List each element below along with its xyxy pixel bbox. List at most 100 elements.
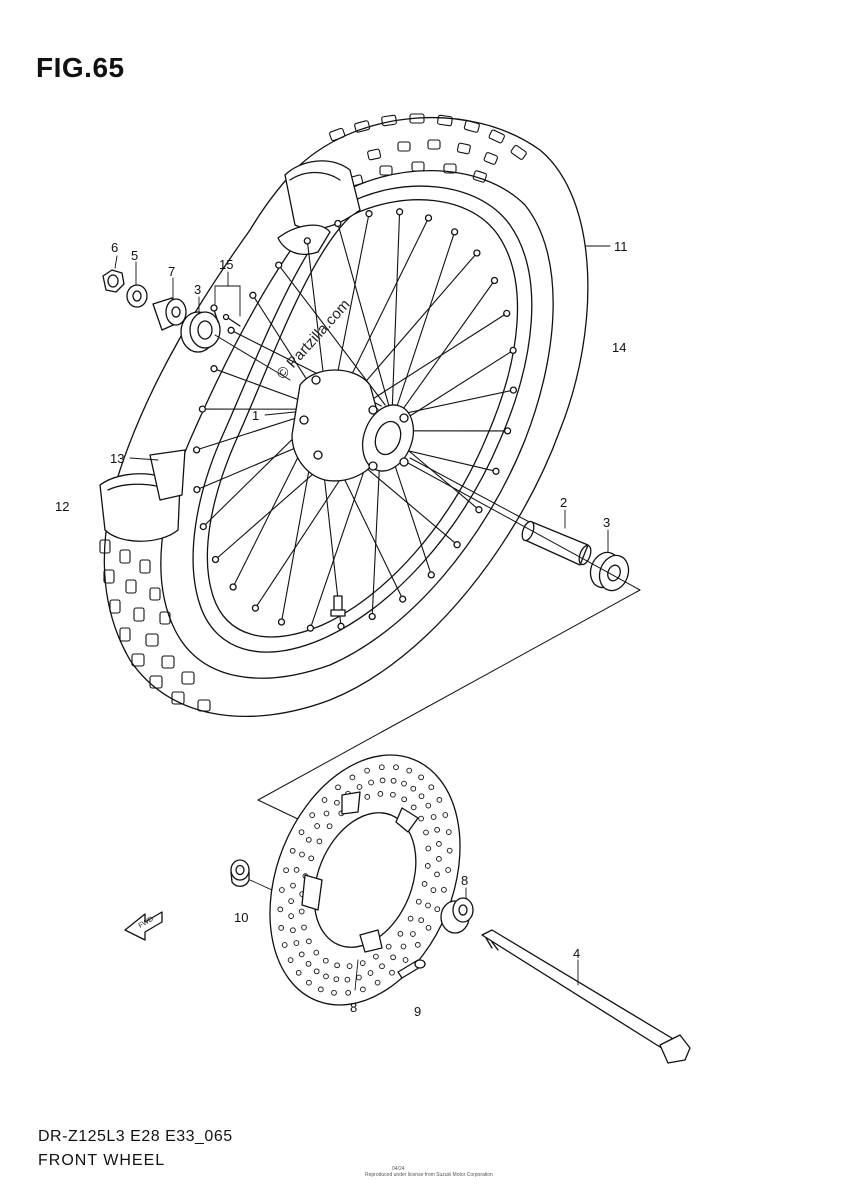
disc-hole: [281, 942, 288, 948]
disc-hole: [306, 938, 312, 945]
spacer: [152, 297, 187, 331]
tire-cutaway-top: [277, 160, 361, 255]
disc-hole: [289, 847, 296, 854]
disc-hole: [356, 784, 363, 790]
spoke: [393, 231, 456, 416]
disc-hole: [400, 943, 407, 950]
spoke-nipple: [227, 326, 235, 334]
disc-hole: [345, 989, 352, 996]
callout-6: 6: [111, 240, 118, 255]
spoke-nipple: [211, 555, 220, 564]
callout-8-bottom: 8: [350, 1000, 357, 1015]
callout-12: 12: [55, 499, 69, 514]
spoke: [391, 211, 401, 411]
disc-hole: [368, 779, 374, 786]
disc-hole: [305, 836, 312, 843]
disc-hole: [305, 960, 312, 967]
hub: [291, 369, 415, 482]
disc-hole: [290, 927, 296, 934]
callout-1: 1: [252, 408, 259, 423]
disc-hole: [379, 777, 386, 784]
spoke-nipple: [337, 622, 345, 630]
disc-hole: [299, 851, 305, 858]
disc-hole: [316, 838, 323, 845]
disc-hole: [425, 802, 432, 809]
disc-hole: [374, 979, 381, 986]
figure-title: FIG.65: [36, 52, 125, 83]
disc-hole: [430, 814, 437, 820]
spoke-nipple: [275, 261, 283, 269]
disc-hole: [415, 898, 422, 905]
spoke-nipples: [192, 208, 518, 632]
rim-outer: [192, 185, 533, 653]
disc-hole: [442, 812, 449, 818]
disc-hole: [322, 957, 329, 964]
disc-hole: [389, 969, 395, 976]
disc-hole: [390, 777, 397, 784]
disc-hole: [425, 845, 432, 852]
tire-outline: [103, 117, 589, 717]
disc-hole: [295, 969, 302, 976]
spoke-nipple: [509, 386, 518, 394]
tire-cutaway-bottom: [99, 449, 186, 542]
disc-hole: [425, 902, 431, 909]
bearing-left: [180, 311, 221, 353]
disc-hole: [346, 963, 353, 969]
disc-hole: [334, 962, 340, 969]
disc-bolt: [397, 959, 426, 979]
disc-hole: [364, 767, 370, 774]
disc-hole: [331, 989, 337, 996]
spoke-nipple: [473, 249, 481, 257]
spoke: [394, 279, 496, 421]
disc-hole: [434, 871, 440, 878]
spoke-nipple: [199, 522, 207, 531]
spoke-nipple: [503, 427, 512, 435]
spoke-nipple: [334, 219, 342, 228]
disc-hole: [360, 986, 366, 993]
spoke-nipple: [303, 237, 311, 245]
spoke-nipple: [395, 208, 404, 216]
reference-lines: [257, 462, 641, 821]
spoke-nipple: [492, 467, 500, 475]
disc-hole: [334, 799, 340, 806]
disc-hole: [410, 785, 417, 792]
disc-hole: [425, 924, 432, 931]
model-code: DR-Z125L3 E28 E33_065: [38, 1128, 233, 1145]
callout-2: 2: [560, 495, 567, 510]
disc-holes: [277, 764, 453, 996]
disc-hole: [287, 957, 294, 963]
disc-hole: [401, 780, 407, 787]
disc-hole: [313, 949, 320, 956]
bearing-right: [589, 551, 630, 592]
tiny-notice: Reproduced under license from Suzuki Mot…: [365, 1172, 493, 1178]
spoke-nipple: [277, 618, 286, 626]
callout-9: 9: [414, 1004, 421, 1019]
disc-hole: [308, 855, 315, 862]
disc-hole: [390, 954, 396, 961]
disc-hole: [423, 829, 429, 836]
disc-hole: [424, 863, 431, 869]
disc-hole: [434, 826, 440, 833]
disc-hole: [335, 784, 341, 791]
spoke-nipple: [229, 583, 237, 591]
disc-hole: [418, 917, 425, 924]
nut: [102, 269, 125, 293]
disc-hole: [314, 823, 320, 829]
leader-lines: [114, 245, 611, 991]
disc-hole: [441, 886, 447, 893]
disc-hole: [436, 797, 443, 803]
spoke-nipple: [198, 405, 207, 413]
disc-hole: [313, 968, 320, 975]
spoke-nipple: [424, 214, 433, 222]
disc-hole: [418, 774, 424, 781]
spoke-nipple: [509, 346, 517, 355]
disc-hole: [288, 898, 294, 904]
axis-line-right: [409, 457, 536, 526]
spoke-nipple: [490, 276, 499, 285]
wheel-assembly: [99, 113, 589, 717]
disc-hole: [323, 973, 329, 980]
collar-left: [230, 859, 250, 887]
spoke-nipple: [192, 446, 201, 454]
disc-hole: [402, 957, 409, 963]
